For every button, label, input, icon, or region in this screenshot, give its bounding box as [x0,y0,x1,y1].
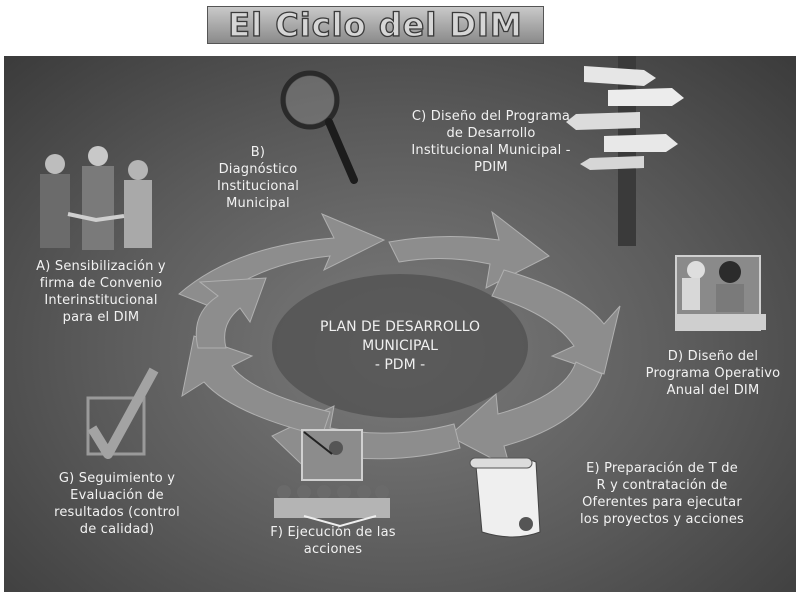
people-handshake-icon [40,146,152,250]
title-banner: El Ciclo del DIM [207,6,544,44]
magnifying-glass-icon [280,70,358,184]
step-d-label: D) Diseño del Programa Operativo Anual d… [645,349,781,398]
presentation-audience-icon [274,429,390,528]
cycle-arrow-top-right [388,210,550,289]
cycle-arrow-left-bottom [181,335,331,437]
step-g-label: G) Seguimiento y Evaluación de resultado… [54,471,180,537]
cycle-arrow-left [195,277,267,349]
center-plan-label: PLAN DE DESARROLLO MUNICIPAL - PDM - [319,319,481,373]
checkmark-icon [86,367,159,459]
step-f-label: F) Ejecución de las acciones [270,525,396,557]
diagram-title: El Ciclo del DIM [228,6,523,44]
signpost-icon [566,56,684,246]
scroll-certificate-icon [469,457,541,538]
person-at-desk-icon [675,255,766,331]
cycle-slide: PLAN DE DESARROLLO MUNICIPAL - PDM - A) … [4,56,796,592]
cycle-graphic [40,56,766,538]
step-c-label: C) Diseño del Programa de Desarrollo Ins… [411,109,571,175]
step-b-label: B) Diagnóstico Institucional Municipal [216,145,300,211]
cycle-inner-ring [272,274,528,418]
step-e-label: E) Preparación de T de R y contratación … [580,461,744,527]
cycle-arrow-right [491,269,621,375]
step-a-label: A) Sensibilización y firma de Convenio I… [36,259,166,325]
